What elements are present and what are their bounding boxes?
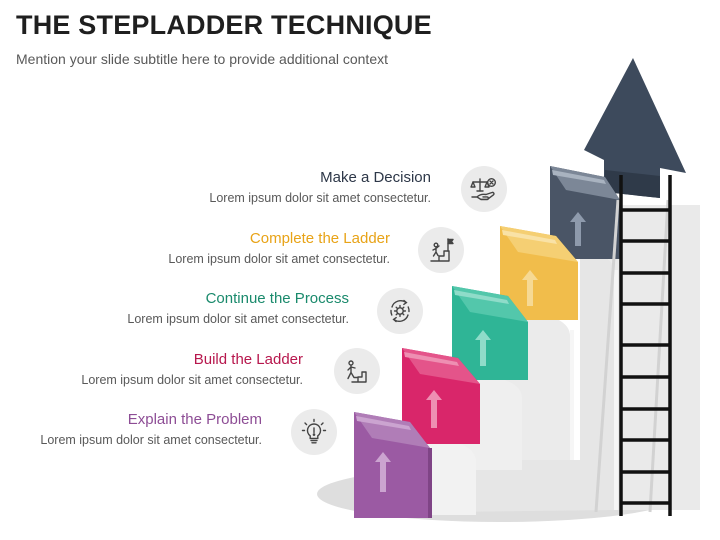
step-3-description: Lorem ipsum dolor sit amet consectetur. [127,312,349,326]
lightbulb-icon [291,409,337,455]
step-4-label: Complete the Ladder Lorem ipsum dolor si… [0,230,390,267]
slide-subtitle: Mention your slide subtitle here to prov… [16,51,388,67]
step-1-arrow-icon [375,452,391,492]
step-4-title: Complete the Ladder [249,230,390,247]
step-3-arrow-icon [475,330,491,366]
step-5-arrow-icon [570,212,586,246]
ladder-shadow [594,199,670,513]
step-1-title: Explain the Problem [127,411,262,428]
ladder [619,175,672,516]
step-2-arrow-icon [426,390,442,428]
step-3-label: Continue the Process Lorem ipsum dolor s… [0,290,349,327]
step-3-title: Continue the Process [205,290,349,307]
step-1-label: Explain the Problem Lorem ipsum dolor si… [0,411,262,448]
step-2-label: Build the Ladder Lorem ipsum dolor sit a… [0,351,303,388]
step-5-title: Make a Decision [320,169,431,186]
slide-title: THE STEPLADDER TECHNIQUE [16,10,432,40]
decision-scale-icon [461,166,507,212]
step-4-description: Lorem ipsum dolor sit amet consectetur. [168,252,390,266]
step-2-description: Lorem ipsum dolor sit amet consectetur. [81,373,303,387]
step-5-description: Lorem ipsum dolor sit amet consectetur. [209,191,431,205]
step-1-description: Lorem ipsum dolor sit amet consectetur. [40,433,262,447]
growth-arrow [584,58,686,198]
step-5-label: Make a Decision Lorem ipsum dolor sit am… [0,169,431,206]
back-wall [604,205,700,510]
step-2-title: Build the Ladder [193,351,303,368]
step-4-arrow-icon [522,270,538,306]
climbing-stairs-icon [334,348,380,394]
gear-cycle-icon [377,288,423,334]
goal-flag-icon [418,227,464,273]
